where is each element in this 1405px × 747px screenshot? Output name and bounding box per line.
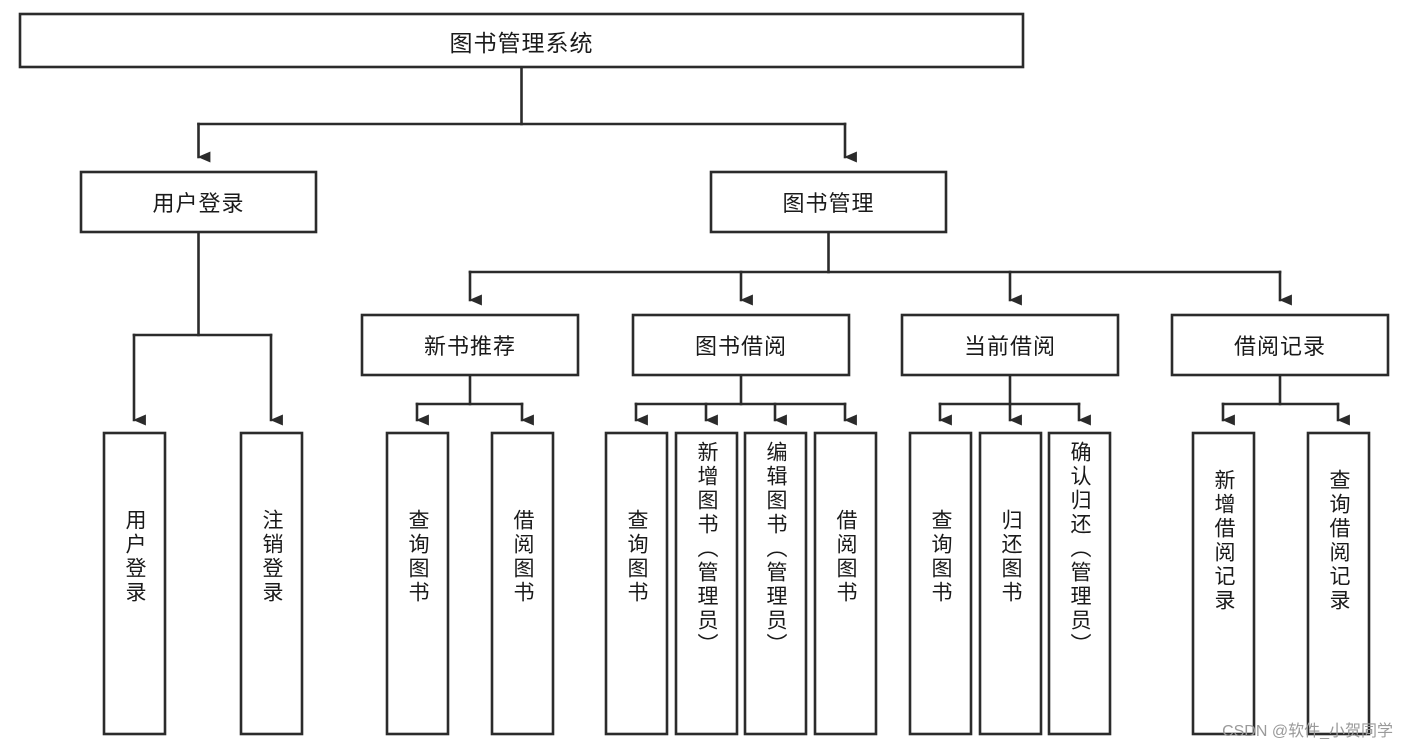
node-borrow-record[interactable] xyxy=(1170,313,1390,377)
connectors-currentborrow-to-leaves xyxy=(938,373,1091,426)
leaf-book-borrow-1[interactable] xyxy=(674,431,739,736)
node-root[interactable] xyxy=(18,12,1025,69)
leaf-current-borrow-1[interactable] xyxy=(978,431,1043,736)
connectors-userlogin-to-leaves xyxy=(132,230,283,426)
leaf-current-borrow-2[interactable] xyxy=(1047,431,1112,736)
leaf-new-book-1[interactable] xyxy=(490,431,555,736)
leaf-book-borrow-2[interactable] xyxy=(743,431,808,736)
connectors-root-to-level2 xyxy=(197,65,857,163)
leaf-borrow-record-1[interactable] xyxy=(1306,431,1371,736)
leaf-book-borrow-0[interactable] xyxy=(604,431,669,736)
connectors-borrowrecord-to-leaves xyxy=(1221,373,1350,426)
node-user-login[interactable] xyxy=(79,170,318,234)
leaf-new-book-0[interactable] xyxy=(385,431,450,736)
leaf-current-borrow-0[interactable] xyxy=(908,431,973,736)
leaf-borrow-record-0[interactable] xyxy=(1191,431,1256,736)
connectors-bookborrow-to-leaves xyxy=(634,373,857,426)
node-current-borrow[interactable] xyxy=(900,313,1120,377)
node-new-book-recommend[interactable] xyxy=(360,313,580,377)
leaf-user-login-0[interactable] xyxy=(102,431,167,736)
leaf-user-login-1[interactable] xyxy=(239,431,304,736)
node-book-borrow[interactable] xyxy=(631,313,851,377)
connectors-bookmgmt-to-level3 xyxy=(468,230,1292,306)
node-book-management[interactable] xyxy=(709,170,948,234)
connectors-newbook-to-leaves xyxy=(415,373,534,426)
leaf-book-borrow-3[interactable] xyxy=(813,431,878,736)
